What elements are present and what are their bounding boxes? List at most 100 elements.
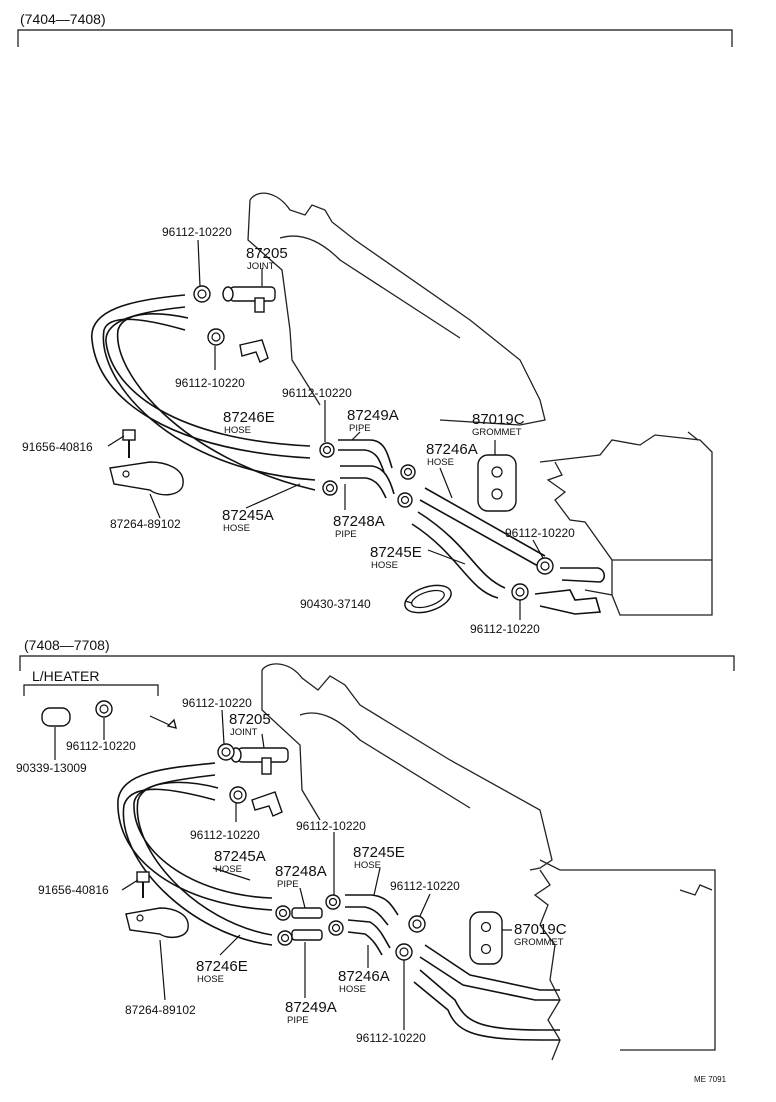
- label-clamp-pipe-2: 96112-10220: [296, 819, 366, 833]
- pipe-87248a-1: [340, 465, 395, 499]
- bolt-icon-1: [122, 429, 136, 458]
- clamp-icon-1d: [322, 480, 338, 496]
- section-1-header: (7404—7408): [20, 11, 106, 27]
- clamp-icon-1f: [397, 492, 413, 508]
- plug-icon: [41, 707, 71, 727]
- label-hose-e-num-2: 87246E: [196, 958, 248, 975]
- elbow-fitting-2: [251, 791, 283, 817]
- leaders-2: [121, 709, 512, 1030]
- label-pipe-a-num-2: 87249A: [285, 999, 337, 1016]
- gasket-icon-1: [404, 584, 452, 614]
- bolt-icon-2: [136, 871, 150, 898]
- clamp-icon-1c: [319, 442, 335, 458]
- label-hose-e2-name-1: HOSE: [371, 560, 398, 571]
- grommet-87019c-2: [469, 911, 503, 965]
- label-hose-e-name-2: HOSE: [197, 974, 224, 985]
- label-grommet-num-2: 87019C: [514, 921, 567, 938]
- label-clamp-bottom-1: 96112-10220: [470, 622, 540, 636]
- hose-87245e-2: [345, 894, 399, 926]
- label-clamp-right-1: 96112-10220: [505, 526, 575, 540]
- label-clamp-bottom-2: 96112-10220: [356, 1031, 426, 1045]
- label-bolt-2: 91656-40816: [38, 883, 109, 897]
- label-grommet-name-2: GROMMET: [514, 937, 564, 948]
- clamp-icon-1g: [536, 557, 554, 575]
- label-hose-e-num-1: 87246E: [223, 409, 275, 426]
- joint-87205-1: [222, 286, 276, 313]
- label-clamp-mid-1: 96112-10220: [175, 376, 245, 390]
- label-bracket-2: 87264-89102: [125, 1003, 196, 1017]
- label-clamp-pipe-1: 96112-10220: [282, 386, 352, 400]
- heater-title: L/HEATER: [32, 668, 99, 684]
- joint-87205-2: [230, 747, 289, 775]
- label-hose-a2-name-1: HOSE: [427, 457, 454, 468]
- engine-pipes-1: [534, 567, 606, 615]
- heater-clamp-icon: [95, 700, 113, 718]
- label-joint-name-1: JOINT: [247, 261, 275, 272]
- bracket-icon-2: [125, 907, 189, 939]
- clamp-icon-2d: [277, 930, 293, 946]
- clamp-icon-1a: [193, 285, 211, 303]
- hose-87245a-2: [117, 762, 273, 911]
- section-1-bracket-line: [17, 29, 733, 47]
- label-pipe-a-num-1: 87249A: [347, 407, 399, 424]
- label-clamp-right-2: 96112-10220: [390, 879, 460, 893]
- clamp-icon-1e: [400, 464, 416, 480]
- bracket-icon-1: [109, 461, 184, 496]
- label-hose-a-num-2: 87245A: [214, 848, 266, 865]
- engine-outline-1: [247, 192, 713, 616]
- footer-code: ME 7091: [694, 1075, 727, 1084]
- hose-87246a-2: [347, 919, 391, 956]
- label-grommet-num-1: 87019C: [472, 411, 525, 428]
- label-clamp-top-2: 96112-10220: [182, 696, 252, 710]
- section-2-bracket-line: [19, 655, 735, 671]
- label-pipe-a-name-1: PIPE: [349, 423, 371, 434]
- label-hose-e2-name-2: HOSE: [354, 860, 381, 871]
- hose-87245a-1: [102, 313, 316, 491]
- section-2-header: (7408—7708): [24, 637, 110, 653]
- pipe-87249a-1: [338, 439, 393, 473]
- clamp-icon-2a: [217, 743, 235, 761]
- label-clamp-top-1: 96112-10220: [162, 225, 232, 239]
- clamp-icon-1b: [207, 328, 225, 346]
- hose-87245e-1: [411, 511, 506, 599]
- section-1: (7404—7408): [17, 11, 733, 636]
- label-grommet-name-1: GROMMET: [472, 427, 522, 438]
- clamp-icon-2b: [229, 786, 247, 804]
- label-joint-name-2: JOINT: [230, 727, 258, 738]
- clamp-icon-2f: [328, 920, 344, 936]
- label-hose-a2-name-2: HOSE: [339, 984, 366, 995]
- label-pipe-a-name-2: PIPE: [287, 1015, 309, 1026]
- leaders-1: [107, 239, 544, 620]
- engine-outline-2: [261, 663, 716, 1061]
- pipe-87249a-2: [291, 929, 323, 941]
- label-pipe-b-name-2: PIPE: [277, 879, 299, 890]
- clamp-icon-2g: [408, 915, 426, 933]
- label-gasket-1: 90430-37140: [300, 597, 371, 611]
- label-hose-e-name-1: HOSE: [224, 425, 251, 436]
- label-hose-a-name-2: HOSE: [215, 864, 242, 875]
- section-2: (7408—7708) L/HEATER 90339-13009 96112-1…: [16, 637, 735, 1061]
- pipe-87248a-2: [291, 907, 323, 919]
- label-bracket-1: 87264-89102: [110, 517, 181, 531]
- label-hose-a2-num-2: 87246A: [338, 968, 390, 985]
- label-hose-e2-num-2: 87245E: [353, 844, 405, 861]
- clamp-icon-2c: [275, 905, 291, 921]
- grommet-87019c-1: [477, 454, 517, 512]
- label-hose-a2-num-1: 87246A: [426, 441, 478, 458]
- hose-87246e-2: [122, 781, 273, 946]
- elbow-fitting-1: [239, 339, 269, 363]
- clamp-icon-2h: [395, 943, 413, 961]
- label-pipe-b-num-1: 87248A: [333, 513, 385, 530]
- engine-pipes-2: [413, 944, 560, 1041]
- label-hose-a-num-1: 87245A: [222, 507, 274, 524]
- label-joint-num-2: 87205: [229, 711, 271, 728]
- clamp-icon-2e: [325, 894, 341, 910]
- label-joint-num-1: 87205: [246, 245, 288, 262]
- label-clamp-mid-2: 96112-10220: [190, 828, 260, 842]
- hose-87246a-1: [419, 487, 546, 567]
- label-heater-clamp: 96112-10220: [66, 739, 136, 753]
- arrow-icon: [149, 715, 177, 729]
- label-pipe-b-num-2: 87248A: [275, 863, 327, 880]
- label-bolt-1: 91656-40816: [22, 440, 93, 454]
